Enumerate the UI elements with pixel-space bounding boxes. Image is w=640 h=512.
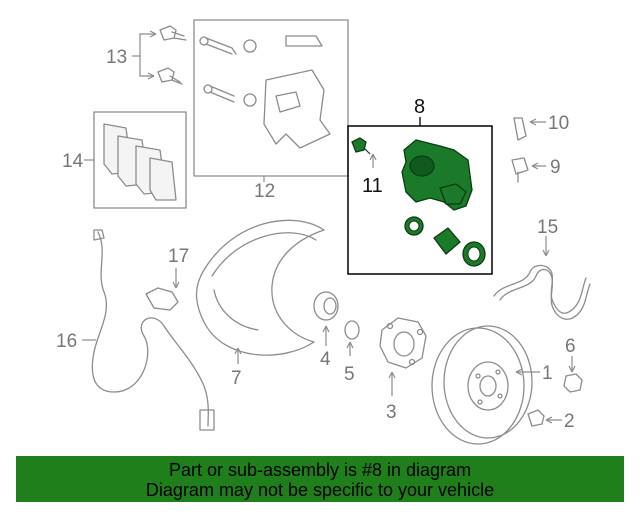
- part-5-snap-ring[interactable]: [344, 320, 360, 340]
- part-17-bracket[interactable]: [145, 287, 179, 311]
- part-4-bearing[interactable]: [313, 291, 339, 321]
- part-1-brake-rotor[interactable]: [431, 325, 533, 445]
- part-3-hub[interactable]: [379, 317, 427, 369]
- info-banner: Part or sub-assembly is #8 in diagram Di…: [16, 456, 624, 502]
- callout-14[interactable]: 14: [62, 151, 84, 172]
- callout-6[interactable]: 6: [565, 336, 576, 357]
- parts-diagram: 13 12 14 8 11: [56, 19, 591, 445]
- callout-13[interactable]: 13: [106, 47, 127, 68]
- callout-3[interactable]: 3: [386, 402, 397, 423]
- callout-4[interactable]: 4: [320, 349, 331, 370]
- leader-13: [132, 33, 156, 77]
- callout-15[interactable]: 15: [537, 217, 558, 238]
- callout-17[interactable]: 17: [168, 246, 189, 267]
- callout-9[interactable]: 9: [550, 157, 561, 178]
- banner-line-2: Diagram may not be specific to your vehi…: [145, 480, 495, 500]
- callout-11[interactable]: 11: [362, 175, 383, 197]
- callout-8[interactable]: 8: [414, 96, 425, 118]
- part-12-bracket-kit[interactable]: [199, 35, 331, 149]
- part-9-bleeder[interactable]: [511, 157, 529, 183]
- banner-line-1: Part or sub-assembly is #8 in diagram: [168, 460, 472, 480]
- part-13-bolts[interactable]: [157, 25, 187, 85]
- part-14-brake-pads[interactable]: [103, 123, 177, 201]
- callout-10[interactable]: 10: [548, 113, 569, 134]
- callout-5[interactable]: 5: [344, 364, 355, 385]
- callout-1[interactable]: 1: [542, 363, 553, 384]
- part-7-dust-shield[interactable]: [195, 219, 325, 356]
- part-6-nut[interactable]: [563, 373, 583, 393]
- callout-16[interactable]: 16: [56, 331, 77, 352]
- part-15-brake-hose[interactable]: [493, 264, 587, 314]
- part-8-brake-caliper[interactable]: [351, 137, 486, 267]
- callout-12[interactable]: 12: [254, 181, 275, 202]
- callout-7[interactable]: 7: [231, 368, 242, 389]
- part-10-bracket[interactable]: [513, 117, 527, 141]
- part-2-bolt[interactable]: [527, 409, 545, 427]
- part-12-box: [193, 19, 349, 177]
- callout-2[interactable]: 2: [564, 411, 575, 432]
- part-16-abs-sensor[interactable]: [91, 231, 209, 427]
